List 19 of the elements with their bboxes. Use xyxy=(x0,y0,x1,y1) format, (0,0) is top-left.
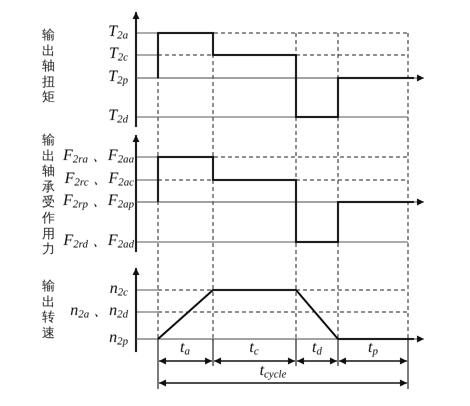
axis-value-label: F$_{2ra}$ 、F$_{2aa}$ xyxy=(63,146,134,166)
time-label: t$_{cycle}$ xyxy=(258,361,288,381)
axis-title: 输出轴承受作用力 xyxy=(42,133,55,258)
axis-value-label: T$_{2a}$ xyxy=(108,22,128,42)
time-label: t$_{a}$ xyxy=(179,338,191,358)
axis-title: 输出轴扭矩 xyxy=(42,28,55,106)
axis-value-label: n$_{2p}$ xyxy=(109,328,128,348)
axis-value-label: F$_{2rd}$ 、F$_{2ad}$ xyxy=(63,231,134,251)
time-label: t$_{p}$ xyxy=(367,338,379,358)
axis-value-label: F$_{2rc}$ 、F$_{2ac}$ xyxy=(64,169,134,189)
time-label: t$_{d}$ xyxy=(311,338,323,358)
axis-value-label: T$_{2c}$ xyxy=(108,44,128,64)
axis-value-label: T$_{2d}$ xyxy=(108,106,128,126)
axis-value-label: F$_{2rp}$ 、F$_{2ap}$ xyxy=(63,191,134,211)
axis-title: 输出转速 xyxy=(42,279,55,342)
axis-value-label: n$_{2a}$ 、n$_{2d}$ xyxy=(70,301,128,321)
axis-value-label: n$_{2c}$ xyxy=(110,279,128,299)
time-label: t$_{c}$ xyxy=(248,338,260,358)
axis-value-label: T$_{2p}$ xyxy=(108,67,128,87)
